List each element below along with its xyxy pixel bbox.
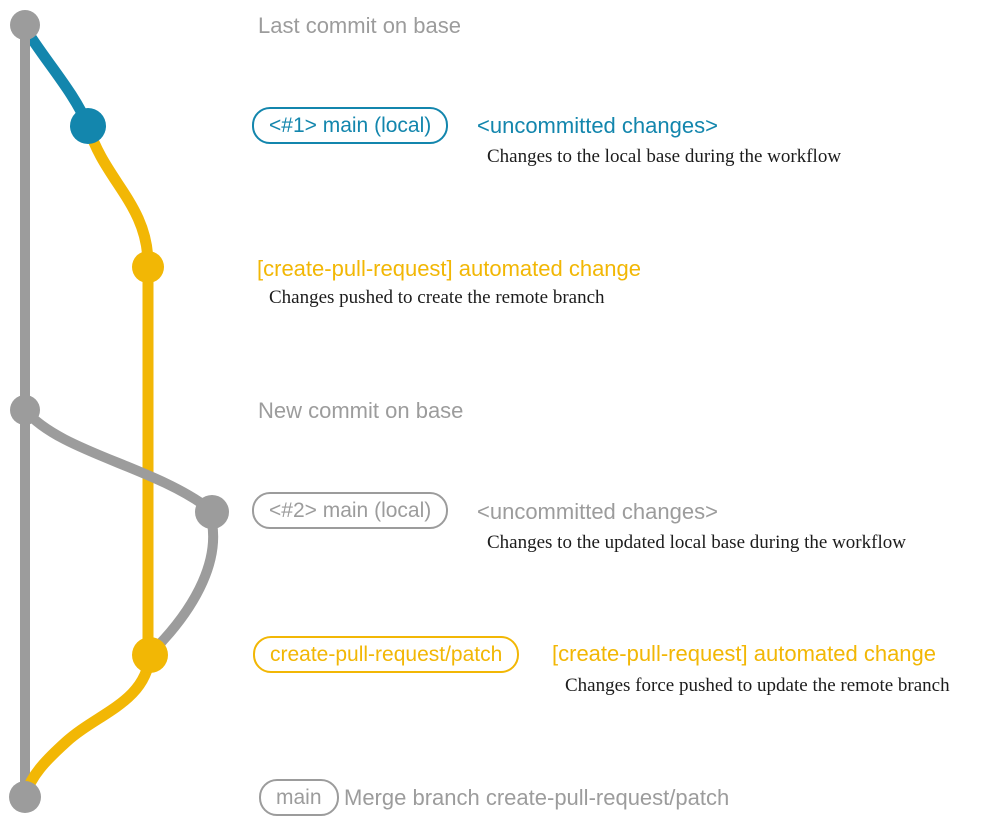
commit-dot-merge — [9, 781, 41, 813]
commit-dot-last-base — [10, 10, 40, 40]
commit-dot-push-1 — [132, 251, 164, 283]
patch-branch-curve-top — [82, 120, 154, 268]
branch-badge-main-local-1: <#1> main (local) — [252, 107, 449, 144]
uncommitted-changes-label-2: <uncommitted changes> — [477, 499, 718, 524]
commit-dot-local-2 — [195, 495, 229, 529]
automated-change-label-2: [create-pull-request] automated change — [552, 641, 937, 666]
description-local-2: Changes to the updated local base during… — [487, 532, 906, 553]
rebase-curve — [20, 405, 219, 657]
branch-badge-patch: create-pull-request/patch — [253, 636, 520, 673]
merge-branch-label: Merge branch create-pull-request/patch — [344, 785, 730, 810]
commit-dot-local-1 — [70, 108, 106, 144]
branch-badge-main-local-2: <#2> main (local) — [252, 492, 449, 529]
branch-badge-main: main — [259, 779, 339, 816]
git-graph — [9, 10, 229, 813]
caption-last-commit-on-base: Last commit on base — [258, 13, 461, 38]
uncommitted-changes-label-1: <uncommitted changes> — [477, 113, 718, 138]
description-local-1: Changes to the local base during the wor… — [487, 146, 842, 167]
caption-new-commit-on-base: New commit on base — [258, 398, 464, 423]
description-push-1: Changes pushed to create the remote bran… — [269, 287, 605, 308]
commit-dot-new-base — [10, 395, 40, 425]
merge-curve — [20, 649, 156, 800]
description-push-2: Changes force pushed to update the remot… — [565, 675, 950, 696]
automated-change-label-1: [create-pull-request] automated change — [257, 256, 642, 281]
commit-dot-push-2 — [132, 637, 168, 673]
